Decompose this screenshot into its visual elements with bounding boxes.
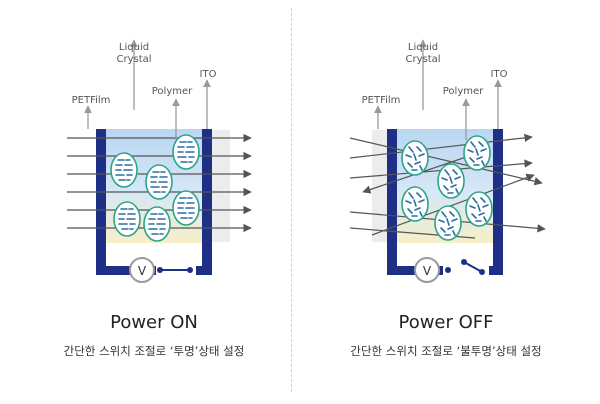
light-ray: [349, 137, 543, 186]
lc-droplet: [113, 201, 141, 237]
label-liquid: Liquid: [408, 42, 438, 53]
power-off-diagram: V: [349, 39, 546, 283]
electrode-left: [387, 129, 397, 275]
label-crystal: Crystal: [405, 54, 440, 65]
svg-text:V: V: [138, 264, 147, 278]
power-on-diagram: V Li: [67, 39, 252, 283]
label-crystal: Crystal: [116, 54, 151, 65]
label-liquid: Liquid: [119, 42, 149, 53]
electrode-left: [96, 129, 106, 275]
power-on-subtitle: 간단한 스위치 조절로 ‘투명’상태 설정: [63, 344, 245, 358]
label-ito: ITO: [491, 69, 508, 80]
lc-droplet: [437, 163, 465, 199]
lc-droplet: [145, 164, 173, 200]
lc-droplet: [172, 190, 200, 226]
electrode-right: [202, 129, 212, 275]
svg-text:V: V: [423, 264, 432, 278]
lc-droplet: [401, 186, 429, 222]
label-polymer: Polymer: [443, 86, 484, 97]
panel-divider: [291, 8, 292, 392]
lc-droplet: [434, 205, 462, 241]
component-pointers: [84, 39, 211, 140]
lc-droplet: [401, 140, 429, 176]
power-off-subtitle: 간단한 스위치 조절로 ‘불투명’상태 설정: [350, 344, 542, 358]
label-ito: ITO: [200, 69, 217, 80]
lc-droplet: [110, 152, 138, 188]
label-petfilm: PETFilm: [362, 95, 401, 106]
switch-open: [443, 259, 489, 275]
light-ray: [349, 133, 533, 159]
lc-droplet: [143, 206, 171, 242]
label-polymer: Polymer: [152, 86, 193, 97]
light-ray: [371, 173, 535, 236]
component-labels: Liquid Crystal Polymer ITO PETFilm: [362, 42, 508, 106]
lc-droplet: [172, 134, 200, 170]
lc-droplet: [463, 135, 491, 171]
power-on-title: Power ON: [110, 312, 198, 333]
component-pointers: [374, 39, 502, 140]
label-petfilm: PETFilm: [72, 95, 111, 106]
power-off-title: Power OFF: [398, 312, 494, 333]
electrode-right: [493, 129, 503, 275]
component-labels: Liquid Crystal Polymer ITO PETFilm: [72, 42, 217, 106]
voltmeter: V: [129, 257, 155, 283]
voltmeter: V: [414, 257, 440, 283]
lc-droplet: [465, 191, 493, 227]
switch-closed: [156, 266, 196, 275]
